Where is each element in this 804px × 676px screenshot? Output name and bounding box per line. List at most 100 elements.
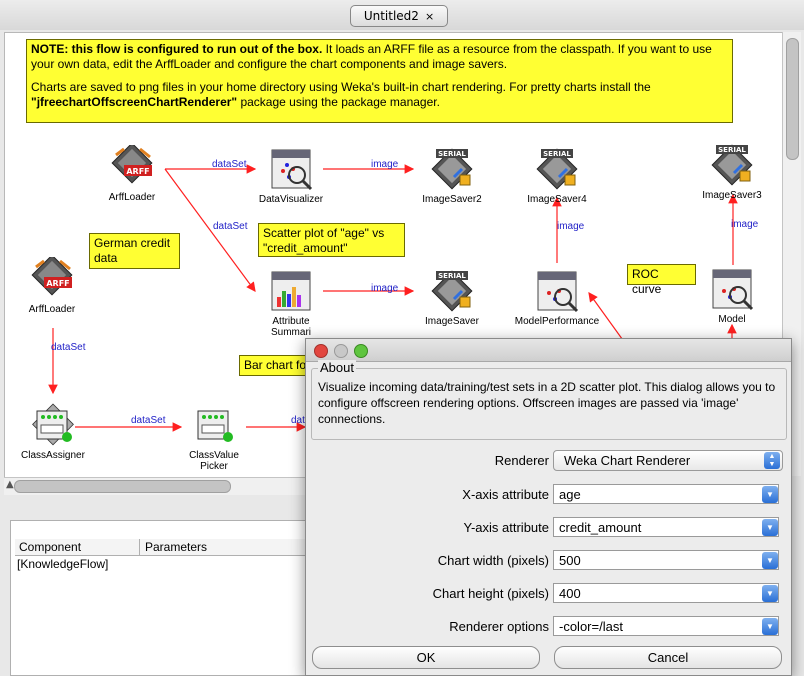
minimize-window-icon[interactable] <box>334 344 348 358</box>
node-label: Model <box>718 314 746 325</box>
note-text1: It loads an ARFF file as a resource from… <box>31 42 712 71</box>
note-bold2: "jfreechartOffscreenChartRenderer" <box>31 95 238 109</box>
node-label: ArffLoader <box>28 304 76 315</box>
y-axis-combo[interactable]: credit_amount ▼ <box>553 517 779 537</box>
chevron-down-icon[interactable]: ▼ <box>762 519 778 536</box>
svg-text:SERIAL: SERIAL <box>718 146 746 154</box>
node-label-line1: Attribute <box>272 316 310 327</box>
chart-height-combo[interactable]: 400 ▼ <box>553 583 779 603</box>
sticky-german-credit[interactable]: German credit data <box>89 233 180 269</box>
svg-text:SERIAL: SERIAL <box>438 150 466 158</box>
model-performance-icon <box>710 267 754 311</box>
chart-width-label: Chart width (pixels) <box>437 553 549 568</box>
conn-label-dataset-2: dataSet <box>213 221 248 232</box>
image-saver-icon: SERIAL <box>535 147 579 191</box>
chevron-down-icon[interactable]: ▼ <box>762 618 778 635</box>
connection-wires <box>48 164 738 432</box>
column-header-component[interactable]: Component <box>19 540 82 554</box>
node-imagesaver2[interactable]: SERIAL ImageSaver2 <box>397 147 507 205</box>
chart-height-label: Chart height (pixels) <box>432 586 549 601</box>
node-label: ImageSaver4 <box>527 194 587 205</box>
updown-arrows-icon[interactable]: ▲▼ <box>764 452 780 469</box>
chart-width-row: Chart width (pixels) 500 ▼ <box>306 550 791 572</box>
node-classassigner[interactable]: ClassAssigner <box>5 403 108 461</box>
sticky-scatter-plot[interactable]: Scatter plot of "age" vs "credit_amount" <box>258 223 405 257</box>
attribute-summarizer-icon <box>269 269 313 313</box>
node-datavisualizer[interactable]: DataVisualizer <box>236 147 346 205</box>
sticky-bar-chart[interactable]: Bar chart fo <box>239 355 309 376</box>
chart-width-combo[interactable]: 500 ▼ <box>553 550 779 570</box>
image-saver-icon: SERIAL <box>710 143 754 187</box>
image-saver-icon: SERIAL <box>430 147 474 191</box>
tab-untitled2[interactable]: Untitled2 × <box>350 5 448 27</box>
node-label: ImageSaver3 <box>702 190 762 201</box>
node-label: ArffLoader <box>108 192 156 203</box>
table-row[interactable]: [KnowledgeFlow] <box>17 557 109 571</box>
chevron-down-icon[interactable]: ▼ <box>762 552 778 569</box>
node-label: ModelPerformance <box>514 316 600 327</box>
chart-height-value: 400 <box>559 586 581 601</box>
image-saver-icon: SERIAL <box>430 269 474 313</box>
close-window-icon[interactable] <box>314 344 328 358</box>
node-modelperformance-2[interactable]: Model <box>677 267 782 325</box>
cancel-button[interactable]: Cancel <box>554 646 782 669</box>
flow-note[interactable]: NOTE: this flow is configured to run out… <box>26 39 733 123</box>
flow-canvas[interactable]: NOTE: this flow is configured to run out… <box>4 32 783 478</box>
horizontal-scroll-thumb[interactable] <box>14 480 231 493</box>
node-modelperformance[interactable]: ModelPerformance <box>502 269 612 327</box>
note-text3: package using the package manager. <box>237 95 440 109</box>
conn-label-dataset-5: dat <box>291 415 305 426</box>
chart-height-row: Chart height (pixels) 400 ▼ <box>306 583 791 605</box>
node-label-line2: Picker <box>200 461 228 472</box>
node-imagesaver[interactable]: SERIAL ImageSaver <box>397 269 507 327</box>
renderer-options-label: Renderer options <box>449 619 549 634</box>
zoom-window-icon[interactable] <box>354 344 368 358</box>
about-group: About Visualize incoming data/training/t… <box>311 360 787 440</box>
dialog-titlebar[interactable] <box>306 339 791 362</box>
y-axis-value: credit_amount <box>559 520 642 535</box>
class-assigner-icon <box>31 403 75 447</box>
renderer-value: Weka Chart Renderer <box>564 453 691 468</box>
node-arffloader-1[interactable]: ARFF ArffLoader <box>77 142 187 203</box>
renderer-row: Renderer Weka Chart Renderer ▲▼ <box>306 450 791 472</box>
sticky-roc-curve[interactable]: ROC curve <box>627 264 696 296</box>
node-label: ClassAssigner <box>21 450 85 461</box>
svg-text:SERIAL: SERIAL <box>438 272 466 280</box>
chevron-down-icon[interactable]: ▼ <box>762 486 778 503</box>
node-imagesaver4[interactable]: SERIAL ImageSaver4 <box>502 147 612 205</box>
note-bold1: NOTE: this flow is configured to run out… <box>31 42 323 56</box>
x-axis-value: age <box>559 487 581 502</box>
conn-label-dataset-4: dataSet <box>131 415 166 426</box>
renderer-select[interactable]: Weka Chart Renderer ▲▼ <box>553 450 783 471</box>
x-axis-label: X-axis attribute <box>462 487 549 502</box>
about-legend: About <box>318 360 356 375</box>
tab-title: Untitled2 <box>363 9 419 23</box>
x-axis-row: X-axis attribute age ▼ <box>306 484 791 506</box>
conn-label-image-2: image <box>371 283 399 294</box>
table-header: Component Parameters <box>15 539 305 556</box>
conn-label-dataset-3: dataSet <box>51 342 86 353</box>
vertical-scroll-thumb[interactable] <box>786 38 799 160</box>
y-axis-row: Y-axis attribute credit_amount ▼ <box>306 517 791 539</box>
tab-bar: Untitled2 × <box>0 0 804 30</box>
about-text: Visualize incoming data/training/test se… <box>318 380 776 426</box>
node-arffloader-2[interactable]: ARFF ArffLoader <box>5 254 107 315</box>
tab-close-icon[interactable]: × <box>424 10 435 23</box>
chart-width-value: 500 <box>559 553 581 568</box>
x-axis-combo[interactable]: age ▼ <box>553 484 779 504</box>
scroll-left-arrow-icon[interactable]: ▲ <box>6 479 14 490</box>
column-header-parameters[interactable]: Parameters <box>145 540 208 554</box>
conn-label-image-4: image <box>731 219 759 230</box>
arff-loader-icon: ARFF <box>30 254 74 301</box>
node-label-line2: Summari <box>270 327 311 338</box>
renderer-options-combo[interactable]: -color=/last ▼ <box>553 616 779 636</box>
ok-button[interactable]: OK <box>312 646 540 669</box>
y-axis-label: Y-axis attribute <box>463 520 549 535</box>
node-imagesaver3[interactable]: SERIAL ImageSaver3 <box>677 143 782 201</box>
node-label: ImageSaver2 <box>422 194 482 205</box>
chevron-down-icon[interactable]: ▼ <box>762 585 778 602</box>
